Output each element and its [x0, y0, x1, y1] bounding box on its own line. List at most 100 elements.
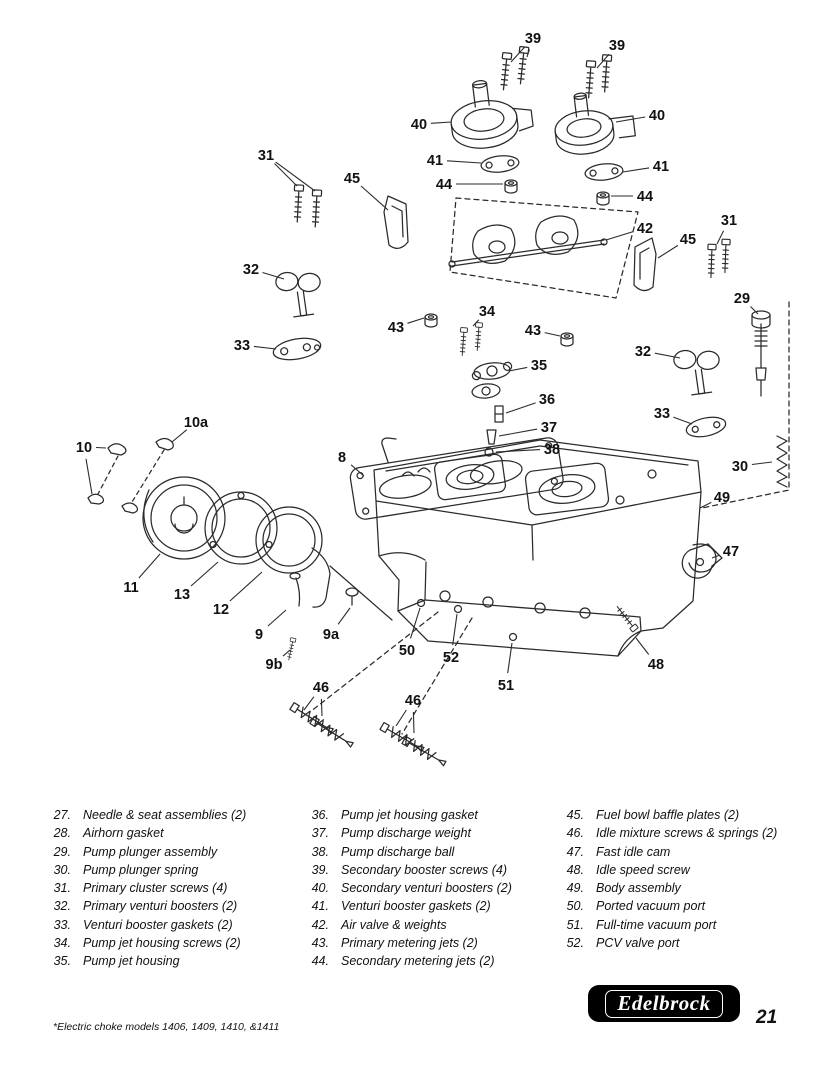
callout-34: 34	[479, 304, 495, 320]
part-label: PCV valve port	[596, 936, 680, 951]
part-row: 40. Secondary venturi boosters (2)	[303, 879, 553, 897]
part-label: Pump plunger spring	[83, 862, 199, 877]
part-row: 35. Pump jet housing	[45, 952, 299, 970]
part-number: 40.	[311, 881, 329, 896]
part-number: 36.	[311, 808, 329, 822]
part-label: Secondary venturi boosters (2)	[341, 881, 512, 896]
callout-10a: 10a	[184, 415, 209, 431]
part-row: 52. PCV valve port	[558, 934, 810, 952]
callout-39: 39	[525, 31, 541, 47]
part-number: 50.	[566, 899, 584, 914]
part-row: 30.Pump plunger spring	[45, 861, 299, 879]
part-number: 29.	[53, 844, 71, 859]
part-label: Airhorn gasket	[83, 826, 164, 841]
part-label: Pump jet housing	[83, 954, 180, 969]
part-label: Idle speed screw	[596, 862, 690, 877]
part-number: 35.	[53, 954, 71, 969]
part-label: Pump jet housing gasket	[341, 808, 478, 822]
part-label: Secondary metering jets (2)	[341, 954, 495, 969]
parts-column: 36. Pump jet housing gasket 37. Pump discha…	[303, 806, 553, 971]
part-label: Ported vacuum port	[596, 899, 706, 914]
part-label: Primary venturi boosters (2)	[83, 899, 238, 914]
part-label: Needle & seat assemblies (2)	[83, 808, 247, 822]
callout-41: 41	[653, 159, 669, 175]
diagram-artwork	[87, 45, 790, 769]
callout-49: 49	[714, 490, 730, 506]
callout-31: 31	[721, 213, 737, 229]
callout-9a: 9a	[323, 627, 340, 643]
part-number: 38.	[311, 844, 329, 859]
callout-40: 40	[649, 108, 665, 124]
part-number: 48.	[566, 862, 584, 877]
part-number: 27.	[53, 808, 71, 822]
callout-44: 44	[436, 177, 452, 193]
part-number: 33.	[53, 917, 71, 932]
part-number: 45.	[566, 808, 584, 822]
callout-10: 10	[76, 440, 92, 456]
callout-45: 45	[344, 171, 360, 187]
callout-43: 43	[525, 323, 541, 339]
part-row: 28.Airhorn gasket	[45, 824, 299, 842]
callout-44: 44	[637, 189, 653, 205]
part-row: 38. Pump discharge ball	[303, 843, 553, 861]
part-label: Fuel bowl baffle plates (2)	[596, 808, 740, 822]
part-row: 50. Ported vacuum port	[558, 897, 810, 915]
callout-48: 48	[648, 657, 664, 673]
part-number: 49.	[566, 881, 584, 896]
part-label: Venturi booster gaskets (2)	[341, 899, 491, 914]
parts-column: 27. Needle & seat assemblies (2) 28.Airhor…	[45, 806, 299, 971]
callout-9: 9	[255, 627, 263, 643]
callout-9b: 9b	[266, 657, 283, 673]
part-row: 33. Venturi booster gaskets (2)	[45, 916, 299, 934]
part-label: Primary cluster screws (4)	[83, 881, 228, 896]
callout-47: 47	[723, 544, 739, 560]
parts-column: 45. Fuel bowl baffle plates (2) 46.Idle mi…	[558, 806, 810, 952]
part-row: 34.Pump jet housing screws (2)	[45, 934, 299, 952]
part-number: 52.	[566, 936, 584, 951]
callout-46: 46	[405, 693, 421, 709]
callout-43: 43	[388, 320, 404, 336]
part-number: 32.	[53, 899, 71, 914]
callout-leader-lines	[85, 46, 773, 734]
part-row: 41. Venturi booster gaskets (2)	[303, 897, 553, 915]
part-row: 47.Fast idle cam	[558, 843, 810, 861]
callout-36: 36	[539, 392, 555, 408]
callout-38: 38	[544, 442, 560, 458]
part-row: 36. Pump jet housing gasket	[303, 806, 553, 824]
callout-40: 40	[411, 117, 427, 133]
callout-46: 46	[313, 680, 329, 696]
callout-29: 29	[734, 291, 750, 307]
callout-30: 30	[732, 459, 748, 475]
callout-33: 33	[654, 406, 670, 422]
callout-31: 31	[258, 148, 274, 164]
footnote: *Electric choke models 1406, 1409, 1410,…	[53, 1021, 280, 1033]
part-label: Pump plunger assembly	[83, 844, 218, 859]
callout-51: 51	[498, 678, 514, 694]
callout-32: 32	[243, 262, 259, 278]
callout-37: 37	[541, 420, 557, 436]
part-label: Pump discharge weight	[341, 826, 471, 841]
exploded-diagram: 3939404041414444314542453132433443293335…	[76, 31, 790, 769]
part-label: Pump discharge ball	[341, 844, 455, 859]
callout-42: 42	[637, 221, 653, 237]
part-number: 46.	[566, 826, 584, 841]
edelbrock-logo: Edelbrock	[588, 985, 740, 1022]
part-number: 37.	[311, 826, 329, 841]
callout-13: 13	[174, 587, 190, 603]
part-number: 41.	[311, 899, 329, 914]
part-number: 43.	[311, 936, 329, 951]
part-label: Air valve & weights	[341, 917, 447, 932]
part-row: 46.Idle mixture screws & springs (2)	[558, 824, 810, 842]
part-label: Secondary booster screws (4)	[341, 862, 508, 877]
part-row: 48. Idle speed screw	[558, 861, 810, 879]
callout-45: 45	[680, 232, 696, 248]
part-label: Venturi booster gaskets (2)	[83, 917, 233, 932]
part-number: 31.	[53, 881, 71, 896]
parts-list: 27. Needle & seat assemblies (2) 28.Airhor…	[0, 806, 824, 976]
part-number: 51.	[566, 917, 584, 932]
part-row: 42.Air valve & weights	[303, 916, 553, 934]
part-number: 44.	[311, 954, 329, 969]
part-label: Fast idle cam	[596, 844, 671, 859]
